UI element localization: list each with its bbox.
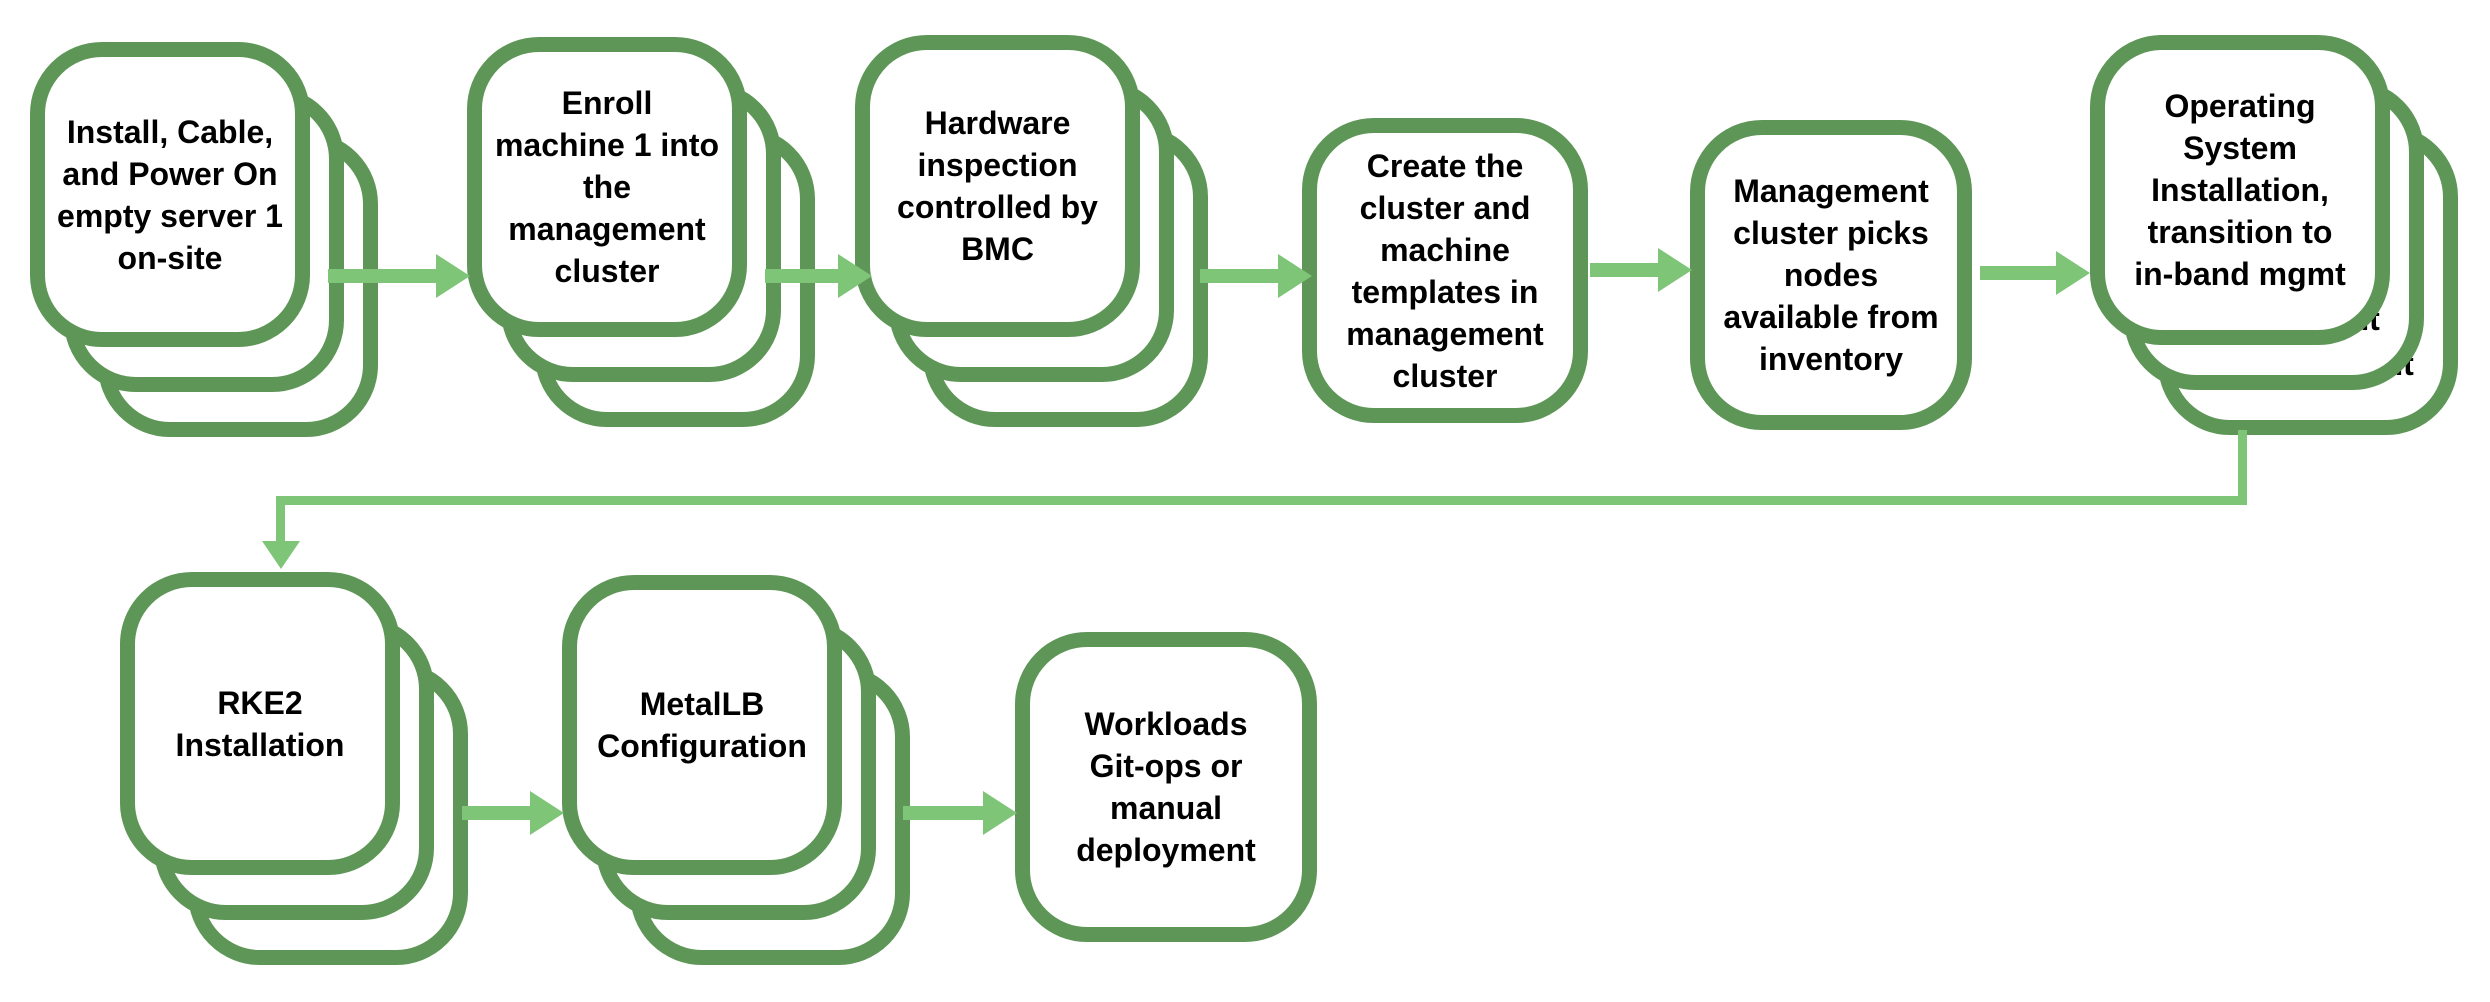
node-label: Hardware inspection controlled by BMC <box>876 50 1119 322</box>
label-line: BMC <box>961 231 1034 267</box>
label-line: empty server 1 <box>57 197 283 234</box>
elbow-connector-horizontal <box>276 496 2247 505</box>
arrow-head-icon <box>2056 251 2090 295</box>
node-enroll-machine: Enroll machine 1 into the management cluster <box>467 37 815 427</box>
arrow-shaft <box>462 806 534 820</box>
label-line: cluster <box>1392 357 1498 394</box>
arrow-head-icon <box>838 254 872 298</box>
label-line: Installation, <box>2151 172 2329 208</box>
node-create-cluster-templates: Create the cluster and machine templates in… <box>1302 118 1588 423</box>
label-line: Install, Cable, <box>66 113 274 150</box>
label-line: cluster and <box>1359 189 1531 226</box>
label-line: Git-ops or <box>1089 748 1243 784</box>
label-line: the <box>583 169 631 205</box>
label-line: management <box>1346 315 1544 352</box>
arrow-head-icon <box>530 791 564 835</box>
node-label: Enroll machine 1 into the management cluster <box>488 52 726 322</box>
arrow-head-icon <box>1278 254 1312 298</box>
arrow-shaft <box>1200 269 1282 283</box>
label-line: cluster <box>554 253 660 289</box>
label-line: Workloads <box>1084 706 1248 742</box>
label-line: Hardware <box>924 105 1071 141</box>
label-line: manual <box>1109 790 1223 826</box>
node-metallb-configuration: MetalLB Configuration <box>562 575 910 965</box>
label-line: deployment <box>1076 832 1256 868</box>
arrow-shaft <box>1590 263 1662 277</box>
label-line: MetalLB <box>639 686 765 722</box>
label-line: and Power On <box>62 155 278 192</box>
label-line: templates in <box>1351 273 1539 310</box>
label-line: transition to <box>2147 214 2333 250</box>
label-line: Enroll <box>561 85 653 121</box>
node-label: Install, Cable, and Power On empty server … <box>51 57 289 332</box>
elbow-connector-vertical-right <box>2238 430 2247 505</box>
arrow-shaft <box>1980 266 2060 280</box>
label-line: machine 1 into <box>494 127 720 163</box>
label-line: cluster picks <box>1733 215 1929 251</box>
label-line: Operating <box>2164 88 2316 124</box>
arrow-shaft <box>328 269 440 283</box>
stack-front-layer: Enroll machine 1 into the management cluster <box>467 37 747 337</box>
label-line: management <box>508 211 706 247</box>
label-line: Create the <box>1366 147 1524 184</box>
label-line: System <box>2183 130 2297 166</box>
label-line: available from <box>1723 299 1939 335</box>
arrow-shaft <box>903 806 987 820</box>
arrow-shaft <box>765 269 842 283</box>
label-line: inspection <box>917 147 1078 183</box>
box-layer: Management cluster picks nodes available fr… <box>1690 120 1972 430</box>
label-line: controlled by <box>897 189 1098 225</box>
node-label: Create the cluster and machine templates in… <box>1323 133 1567 408</box>
stack-front-layer: Install, Cable, and Power On empty server … <box>30 42 310 347</box>
arrow-head-icon <box>436 254 470 298</box>
label-line: machine <box>1380 231 1510 268</box>
label-line: on-site <box>117 239 223 276</box>
box-layer: Create the cluster and machine templates in… <box>1302 118 1588 423</box>
label-line: Installation <box>175 726 345 763</box>
label-line: inventory <box>1758 341 1904 377</box>
stack-front-layer: MetalLB Configuration <box>562 575 842 875</box>
stack-front-layer: Hardware inspection controlled by BMC <box>855 35 1140 337</box>
arrow-head-icon <box>983 791 1017 835</box>
node-install-cable-power-on: Install, Cable, and Power On empty server … <box>30 42 378 437</box>
node-mgmt-cluster-picks-nodes: Management cluster picks nodes available fr… <box>1690 120 1972 430</box>
label-line: RKE2 <box>217 684 303 721</box>
label-line: nodes <box>1783 257 1879 293</box>
node-hardware-inspection: Hardware inspection controlled by BMC <box>855 35 1208 427</box>
arrow-head-down-icon <box>262 541 300 569</box>
label-line: Management <box>1733 173 1929 209</box>
elbow-connector-vertical-left <box>276 496 285 544</box>
label-line: in-band mgmt <box>2134 256 2346 292</box>
node-label: MetalLB Configuration <box>583 590 821 860</box>
node-label: Management cluster picks nodes available fr… <box>1711 135 1951 415</box>
arrow-head-icon <box>1658 248 1692 292</box>
label-line: Configuration <box>597 728 807 764</box>
